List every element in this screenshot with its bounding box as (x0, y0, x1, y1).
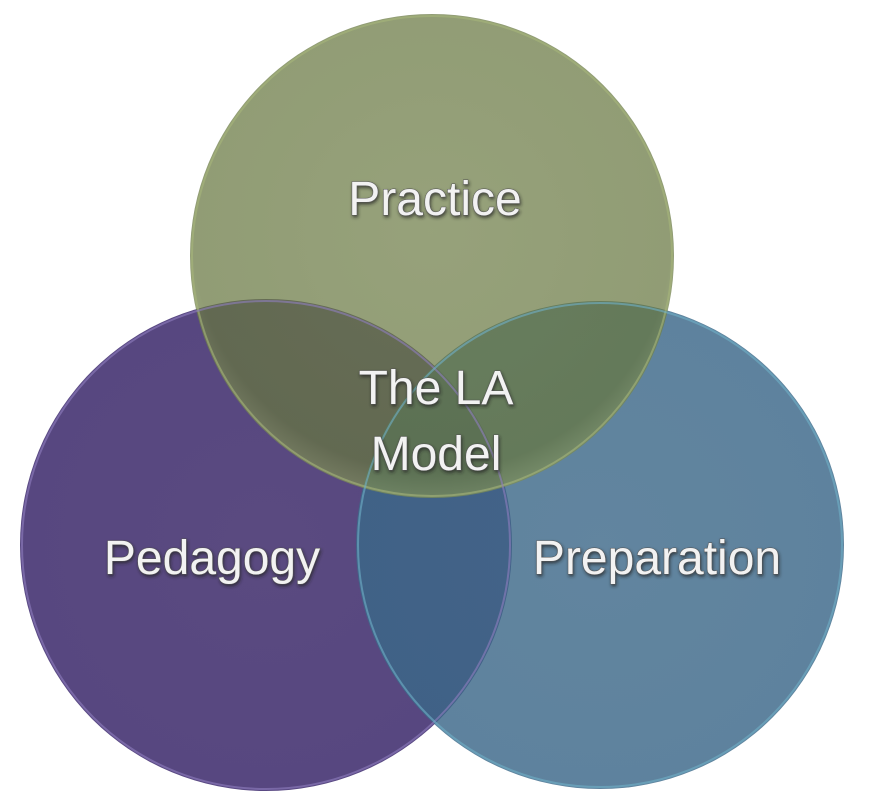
practice-label: Practice (348, 173, 521, 226)
center-label-line2: Model (371, 428, 502, 481)
pedagogy-label: Pedagogy (104, 532, 320, 585)
preparation-label: Preparation (533, 532, 781, 585)
pedagogy-circle-rim (21, 300, 511, 790)
preparation-circle-rim (357, 302, 843, 788)
practice-circle-rim (191, 15, 673, 497)
center-label-line1: The LA (359, 362, 514, 415)
practice-circle (190, 14, 674, 498)
